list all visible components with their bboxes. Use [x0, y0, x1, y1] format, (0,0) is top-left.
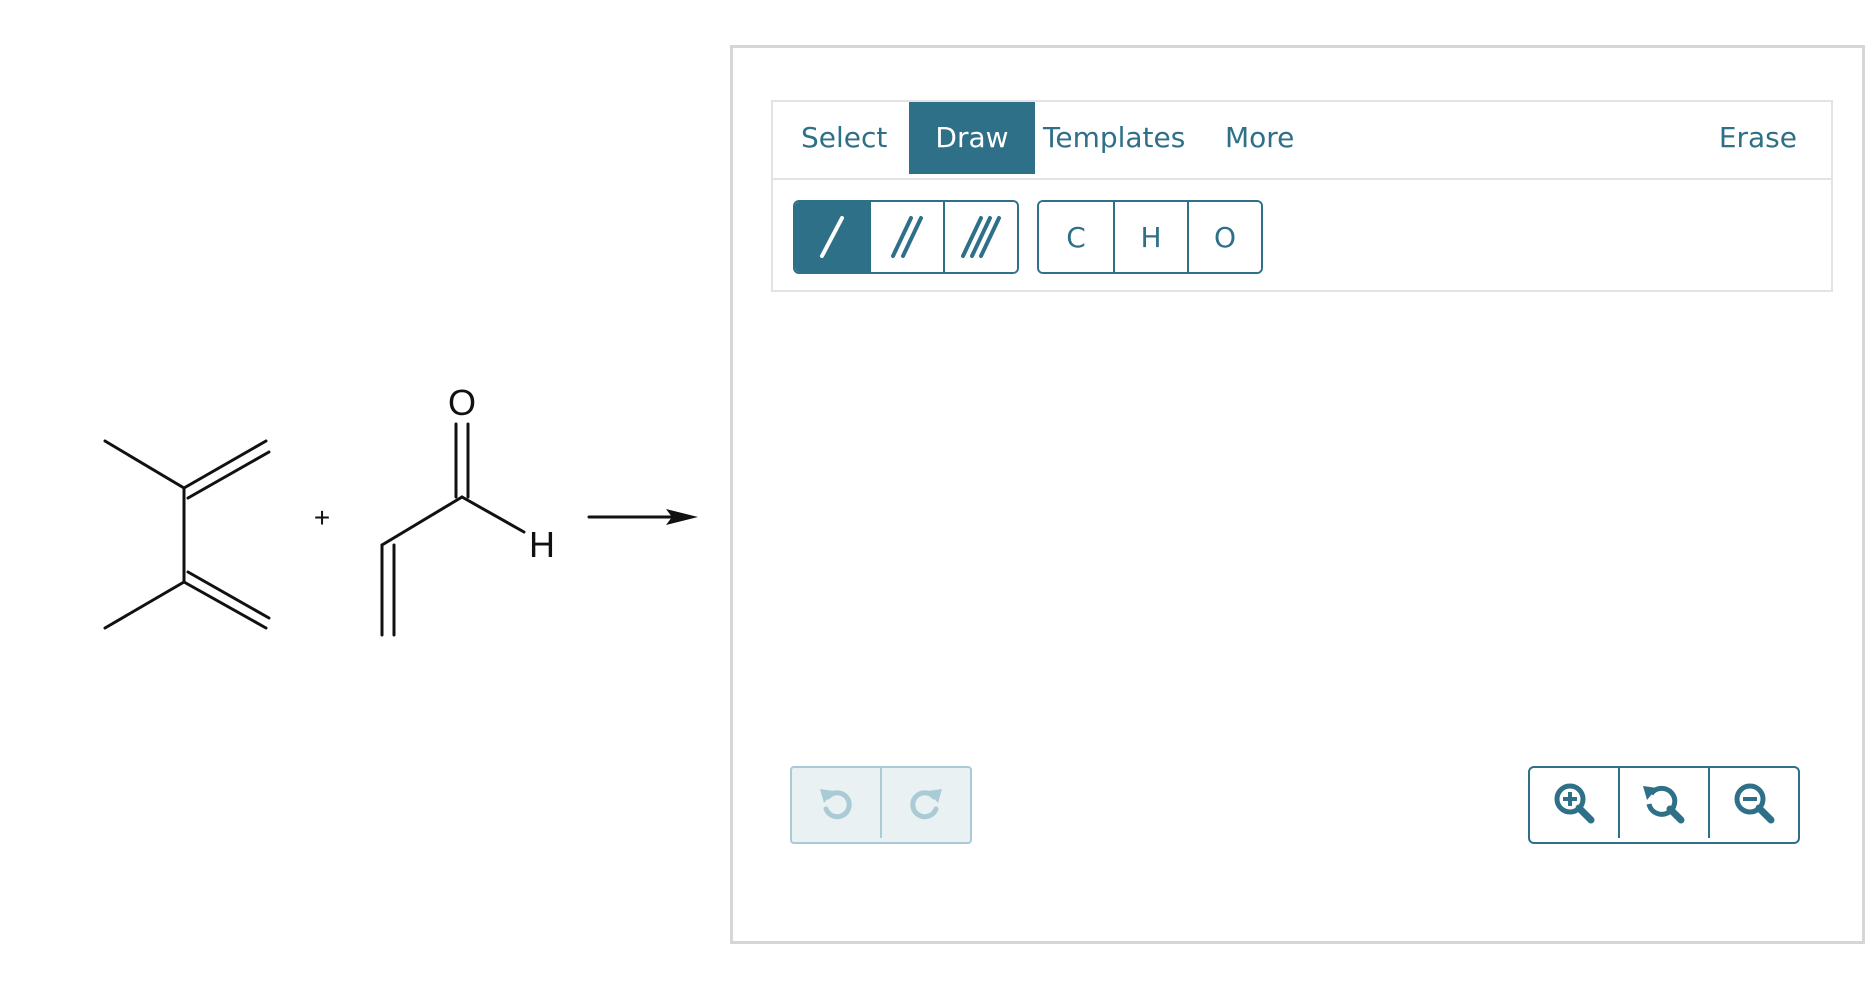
triple-bond-button[interactable]	[943, 202, 1017, 272]
atom-label-hydrogen: H	[529, 524, 555, 565]
reaction-arrow-head	[666, 509, 698, 525]
tab-templates[interactable]: Templates	[1043, 121, 1186, 154]
redo-icon	[910, 789, 942, 820]
acrolein-molecule	[380, 422, 526, 637]
zoom-in-icon	[1554, 783, 1595, 824]
zoom-in-button[interactable]	[1530, 768, 1618, 838]
zoom-out-icon	[1734, 783, 1775, 824]
redo-button[interactable]	[880, 768, 970, 838]
atom-oxygen-button[interactable]: O	[1187, 202, 1261, 272]
tab-more[interactable]: More	[1225, 121, 1295, 154]
atom-carbon-button[interactable]: C	[1039, 202, 1113, 272]
tab-bar: Select Draw Templates More Erase	[773, 102, 1831, 180]
undo-button[interactable]	[792, 768, 880, 838]
atom-tool-group: C H O	[1037, 200, 1263, 274]
bond-tool-group	[793, 200, 1019, 274]
drawing-canvas[interactable]	[771, 298, 1833, 748]
history-tool-group	[790, 766, 972, 844]
zoom-reset-button[interactable]	[1618, 768, 1708, 838]
triple-bond-icon	[961, 216, 1001, 258]
double-bond-icon	[891, 216, 923, 258]
single-bond-button[interactable]	[795, 202, 869, 272]
tab-draw[interactable]: Draw	[909, 102, 1035, 174]
reaction-scheme: + O H	[103, 382, 698, 637]
single-bond-icon	[820, 216, 844, 258]
plus-sign: +	[314, 502, 330, 533]
double-bond-button[interactable]	[869, 202, 943, 272]
zoom-reset-icon	[1643, 785, 1685, 824]
zoom-out-button[interactable]	[1708, 768, 1798, 838]
diene-molecule	[103, 439, 271, 630]
zoom-tool-group	[1528, 766, 1800, 844]
editor-toolbar: Select Draw Templates More Erase	[771, 100, 1833, 292]
tab-erase[interactable]: Erase	[1718, 121, 1797, 154]
undo-icon	[820, 789, 852, 820]
molecule-editor: Select Draw Templates More Erase	[730, 45, 1865, 944]
atom-label-oxygen: O	[448, 382, 476, 423]
tab-select[interactable]: Select	[801, 121, 888, 154]
atom-hydrogen-button[interactable]: H	[1113, 202, 1187, 272]
